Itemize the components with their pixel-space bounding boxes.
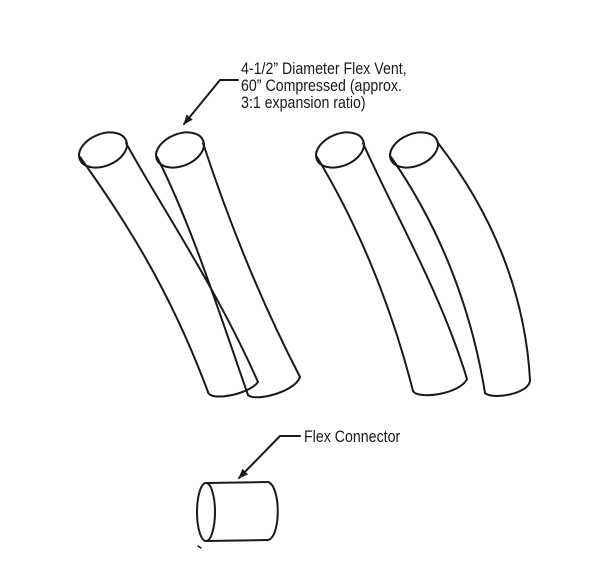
flex-vent-pipe-4 <box>389 131 531 397</box>
flex-vent-label-line-1: 4-1/2” Diameter Flex Vent, <box>241 60 407 78</box>
flex-vent-pipe-1 <box>78 131 259 398</box>
flex-vent-label: 4-1/2” Diameter Flex Vent, 60” Compresse… <box>241 61 407 112</box>
flex-vent-label-line-2: 60” Compressed (approx. <box>241 77 402 95</box>
vent-leader-arrow <box>183 79 239 125</box>
connector-leader-arrow <box>238 435 301 479</box>
flex-vent-pipe-2 <box>155 131 301 399</box>
flex-connector-label: Flex Connector <box>304 428 401 446</box>
flex-vent-label-line-3: 3:1 expansion ratio) <box>241 94 366 112</box>
flex-connector <box>196 481 279 549</box>
flex-vent-pipe-3 <box>315 131 468 397</box>
